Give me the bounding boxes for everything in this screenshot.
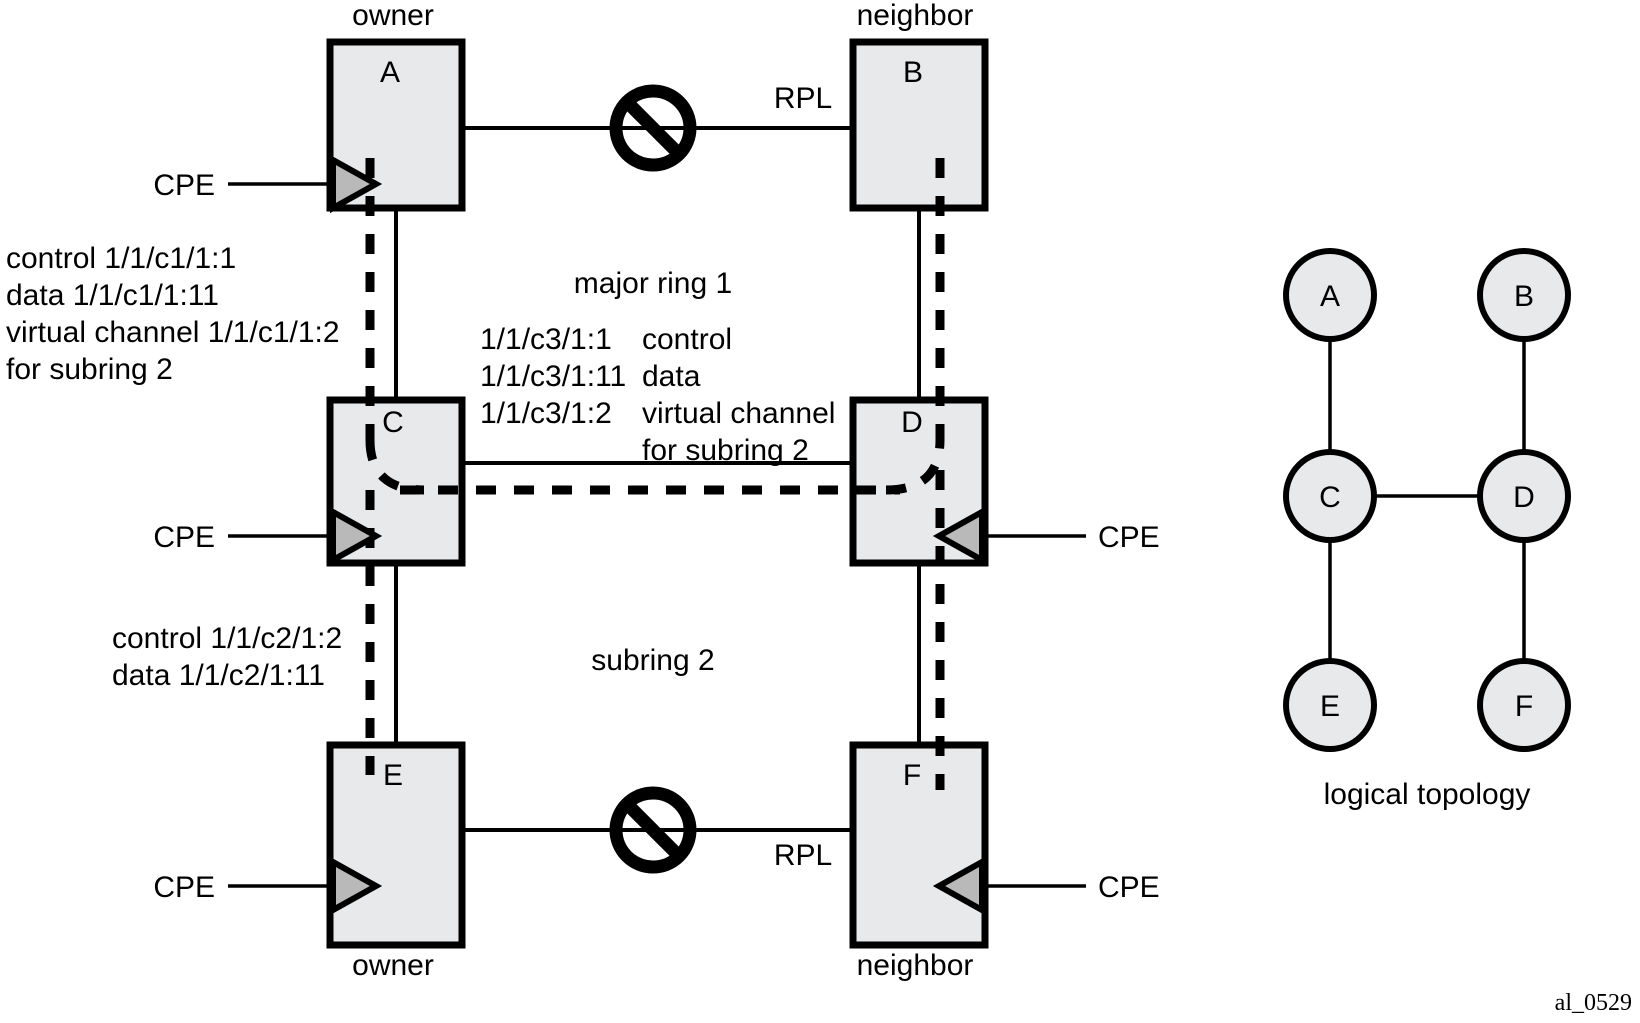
topo-node-c[interactable]	[1283, 449, 1377, 543]
topo-node-label-b: B	[1514, 280, 1534, 313]
topo-node-label-c: C	[1319, 481, 1341, 514]
logical-topology-caption: logical topology	[1324, 778, 1531, 811]
node-box-e[interactable]	[326, 741, 466, 949]
center-port-1: 1/1/c3/1:1	[480, 323, 612, 356]
topo-node-label-d: D	[1513, 481, 1535, 514]
role-label-e-owner: owner	[352, 949, 434, 982]
cpe-label-d: CPE	[1098, 521, 1160, 554]
annotation-left-bottom-line-2: data 1/1/c2/1:11	[112, 659, 325, 692]
topo-node-label-e: E	[1320, 690, 1340, 723]
cpe-arrow-c	[330, 506, 383, 566]
cpe-label-a: CPE	[153, 169, 215, 202]
node-box-b[interactable]	[849, 38, 989, 212]
rpl-block-icon-top	[609, 84, 697, 172]
node-label-e: E	[383, 759, 403, 792]
topo-node-d[interactable]	[1477, 449, 1571, 543]
topo-node-f[interactable]	[1477, 658, 1571, 752]
annotation-left-top-line-3: virtual channel 1/1/c1/1:2	[6, 316, 340, 349]
role-label-a-owner: owner	[352, 0, 434, 32]
cpe-arrow-d	[932, 506, 985, 566]
topo-node-label-f: F	[1515, 690, 1533, 723]
center-desc-4: for subring 2	[642, 434, 809, 467]
topo-node-b[interactable]	[1477, 248, 1571, 342]
virtual-channel-curve-c-over	[365, 439, 425, 495]
center-desc-3: virtual channel	[642, 397, 835, 430]
center-desc-2: data	[642, 360, 701, 393]
role-label-f-neighbor: neighbor	[857, 949, 974, 982]
rpl-label-top: RPL	[774, 82, 832, 115]
annotation-left-bottom-line-1: control 1/1/c2/1:2	[112, 622, 342, 655]
node-label-b: B	[903, 56, 923, 89]
topo-node-a[interactable]	[1283, 248, 1377, 342]
figure-id-code: al_0529	[1555, 990, 1632, 1016]
annotation-left-top-line-4: for subring 2	[6, 353, 173, 386]
cpe-arrow-f	[932, 856, 985, 916]
rpl-label-bottom: RPL	[774, 839, 832, 872]
center-desc-1: control	[642, 323, 732, 356]
annotation-left-top-line-2: data 1/1/c1/1:11	[6, 279, 219, 312]
virtual-channel-curve-d-over	[885, 439, 945, 495]
node-label-d: D	[901, 406, 923, 439]
rpl-block-icon-bottom	[609, 786, 697, 874]
role-label-b-neighbor: neighbor	[857, 0, 974, 32]
cpe-label-c: CPE	[153, 521, 215, 554]
annotation-left-top-line-1: control 1/1/c1/1:1	[6, 242, 236, 275]
cpe-label-f: CPE	[1098, 871, 1160, 904]
cpe-label-e: CPE	[153, 871, 215, 904]
node-box-f[interactable]	[849, 741, 989, 949]
subring-label: subring 2	[591, 644, 714, 677]
cpe-arrow-e	[330, 856, 383, 916]
node-label-a: A	[380, 56, 400, 89]
node-label-f: F	[903, 759, 921, 792]
topo-node-e[interactable]	[1283, 658, 1377, 752]
topo-node-label-a: A	[1320, 280, 1340, 313]
major-ring-label: major ring 1	[574, 267, 732, 300]
cpe-arrow-a	[330, 154, 383, 214]
node-label-c: C	[382, 406, 404, 439]
center-port-3: 1/1/c3/1:2	[480, 397, 612, 430]
center-port-2: 1/1/c3/1:11	[480, 360, 626, 393]
